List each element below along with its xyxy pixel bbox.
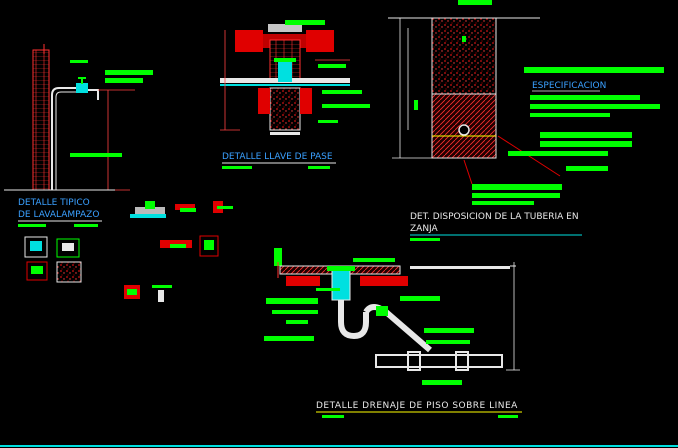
lavalampazo-title-line2: DE LAVALAMPAZO <box>18 210 99 220</box>
llave-pase-title: DETALLE LLAVE DE PASE <box>222 152 333 162</box>
valve-icon <box>278 60 292 82</box>
drenaje-detail: DETALLE DRENAJE DE PISO SOBRE LINEA <box>264 248 522 418</box>
supply-pipe <box>51 87 78 190</box>
faucet-icon <box>76 83 88 93</box>
lavalampazo-detail: DETALLE TIPICO DE LAVALAMPAZO <box>4 44 153 227</box>
concrete-left <box>235 30 263 52</box>
especificacion-title: ESPECIFICACION <box>532 81 606 91</box>
main-sewer-pipe <box>375 354 503 368</box>
small-fitting-details <box>24 201 233 302</box>
p-trap-pipe <box>338 300 369 340</box>
backfill-zone <box>431 17 497 95</box>
drenaje-title: DETALLE DRENAJE DE PISO SOBRE LINEA <box>316 401 518 411</box>
gravel-bed <box>269 87 301 131</box>
floor-drain-icon <box>331 267 351 301</box>
llave-pase-detail: DETALLE LLAVE DE PASE <box>220 20 370 169</box>
zanja-title-line1: DET. DISPOSICION DE LA TUBERIA EN <box>410 212 579 222</box>
brick-wall <box>32 49 50 191</box>
concrete-right <box>306 30 334 52</box>
zanja-title-line2: ZANJA <box>410 224 439 234</box>
zanja-detail: ESPECIFICACION DET. DISPOSICION DE LA TU… <box>388 0 664 241</box>
pipe-section-icon <box>458 124 470 136</box>
lavalampazo-title-line1: DETALLE TIPICO <box>18 198 90 208</box>
